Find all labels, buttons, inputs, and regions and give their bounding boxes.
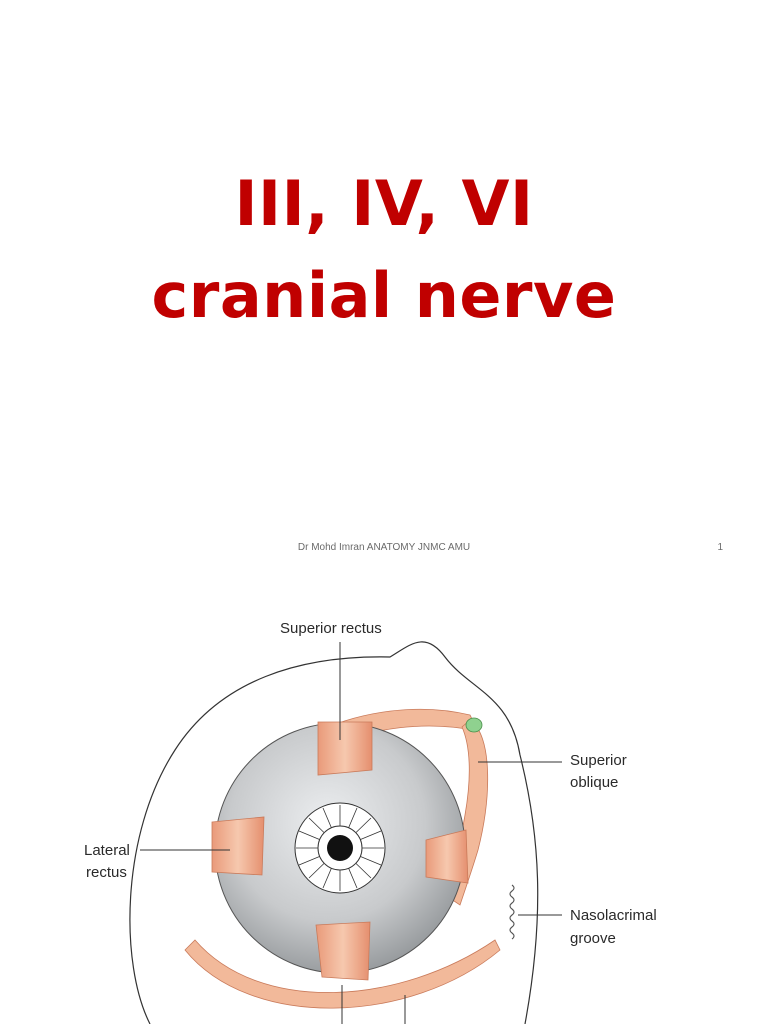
orbit-outline (129, 641, 539, 1024)
title-line-2: cranial nerve (151, 259, 617, 332)
label-lateral-rectus-1: Lateral (84, 842, 130, 859)
superior-rectus-muscle (317, 721, 373, 776)
orbit-diagram: Superior rectus Superior oblique Lateral… (0, 585, 768, 1024)
lateral-rectus-muscle (211, 816, 265, 876)
inferior-oblique-muscle (184, 939, 501, 1009)
orbit-illustration (129, 641, 562, 1024)
label-lateral-rectus-2: rectus (86, 864, 127, 881)
label-superior-rectus: Superior rectus (280, 620, 382, 637)
trochlea (465, 717, 483, 733)
label-nasolacrimal-2: groove (570, 930, 616, 947)
slide-title: III, IV, VI cranial nerve (0, 158, 768, 342)
slide-footer: Dr Mohd Imran ANATOMY JNMC AMU (297, 542, 471, 553)
label-superior-oblique-1: Superior (570, 752, 627, 769)
inferior-rectus-muscle (315, 921, 371, 981)
medial-rectus-muscle (425, 829, 469, 884)
nasolacrimal-groove (509, 884, 515, 940)
title-line-1: III, IV, VI (234, 167, 534, 240)
label-superior-oblique-2: oblique (570, 774, 619, 791)
label-nasolacrimal-1: Nasolacrimal (570, 907, 657, 924)
title-slide: III, IV, VI cranial nerve Dr Mohd Imran … (0, 158, 768, 553)
pupil (327, 835, 353, 861)
page-number: 1 (717, 542, 723, 553)
